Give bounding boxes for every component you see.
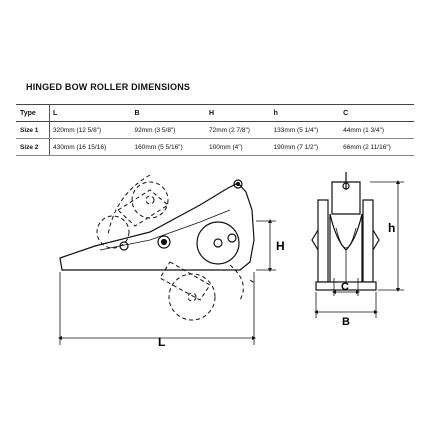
cell-b: 160mm (5 5/16") [131,138,206,156]
lower-roller [168,273,216,321]
bolt [227,233,237,243]
table-row: Size 2 430mm (16 15/16) 160mm (5 5/16") … [16,138,414,156]
cell-h: 190mm (7 1/2") [270,138,341,156]
header-c: C [340,104,414,122]
cell-b: 92mm (3 5/8") [131,121,206,139]
dimension-label-l: L [158,335,165,349]
cell-h: 133mm (5 1/4") [270,121,341,139]
left-roller [96,215,130,249]
dimension-label-H: H [276,239,285,253]
cell-H: 72mm (2 7/8") [205,121,271,139]
swing-positions [96,174,257,321]
cell-l: 430mm (16 15/16) [49,138,132,156]
page-title: HINGED BOW ROLLER DIMENSIONS [26,82,191,92]
front-view [311,172,380,291]
row-label: Size 2 [16,138,50,156]
hinge-pin [233,179,243,189]
front-roller [196,221,240,265]
dimensions-table: Type L B H h C Size 1 320mm (12 5/8") 92… [16,104,414,156]
upper-roller [131,181,169,219]
header-h: h [270,104,341,122]
header-type: Type [16,104,50,122]
cell-l: 320mm (12 5/8") [49,121,132,139]
cell-c: 44mm (1 3/4") [340,121,414,139]
dimension-label-b: B [342,316,350,328]
table-row: Size 1 320mm (12 5/8") 92mm (3 5/8") 72m… [16,121,414,139]
row-label: Size 1 [16,121,50,139]
pivot [157,235,171,249]
header-H: H [205,104,271,122]
side-view [59,179,255,271]
dimension-label-c: C [341,281,349,293]
header-b: B [131,104,206,122]
table-header-row: Type L B H h C [16,104,414,122]
cell-H: 100mm (4") [205,138,271,156]
cell-c: 66mm (2 11/16") [340,138,414,156]
dimension-label-h: h [388,221,395,235]
header-l: L [49,104,132,122]
roller-body [59,182,255,271]
